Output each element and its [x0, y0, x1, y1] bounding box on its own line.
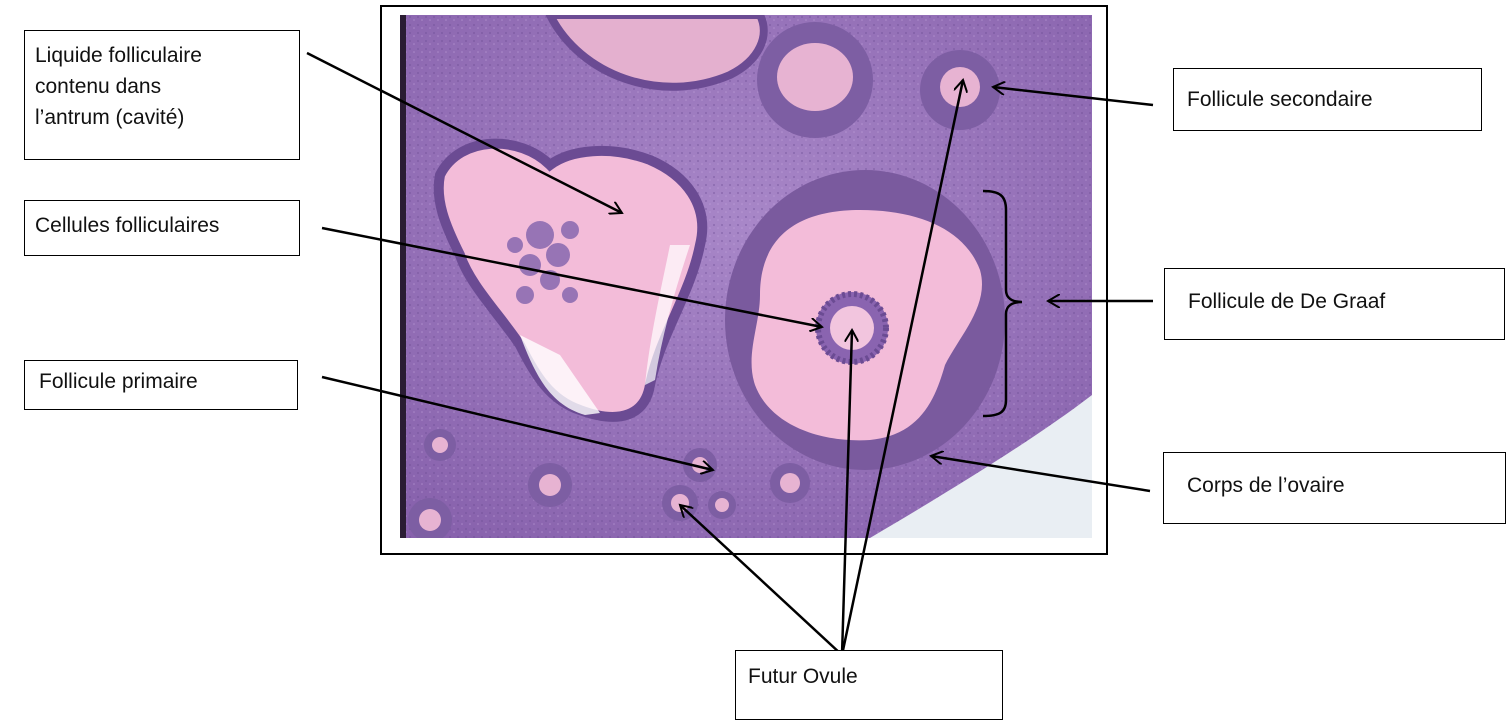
arrow-ovule-graaf	[842, 330, 852, 655]
arrow-liquide	[307, 53, 622, 213]
label-corps-text: Corps de l’ovaire	[1187, 470, 1495, 501]
arrow-ovule-secondaire	[842, 80, 963, 655]
label-follicule-secondaire: Follicule secondaire	[1173, 68, 1482, 131]
label-corps-ovaire: Corps de l’ovaire	[1163, 452, 1506, 524]
label-futur-ovule-text: Futur Ovule	[748, 661, 992, 692]
label-liquide-line-1: Liquide folliculaire	[35, 40, 289, 71]
label-liquide-line-3: l’antrum (cavité)	[35, 102, 289, 133]
de-graaf-bracket	[983, 191, 1022, 416]
label-secondaire-text: Follicule secondaire	[1187, 84, 1471, 115]
label-de-graaf-text: Follicule de De Graaf	[1188, 286, 1494, 317]
arrow-secondaire	[993, 87, 1153, 105]
label-futur-ovule: Futur Ovule	[735, 650, 1003, 720]
label-cellules-text: Cellules folliculaires	[35, 210, 289, 241]
label-follicule-primaire: Follicule primaire	[24, 360, 298, 410]
arrow-ovule-primaire	[680, 505, 842, 655]
label-liquide-folliculaire: Liquide folliculaire contenu dans l’antr…	[24, 30, 300, 160]
label-follicule-de-graaf: Follicule de De Graaf	[1164, 268, 1505, 340]
arrow-cellules	[322, 228, 822, 327]
label-primaire-text: Follicule primaire	[39, 366, 287, 397]
arrow-corps	[931, 456, 1150, 491]
label-liquide-line-2: contenu dans	[35, 71, 289, 102]
label-cellules-folliculaires: Cellules folliculaires	[24, 200, 300, 256]
arrow-primaire	[322, 377, 713, 470]
